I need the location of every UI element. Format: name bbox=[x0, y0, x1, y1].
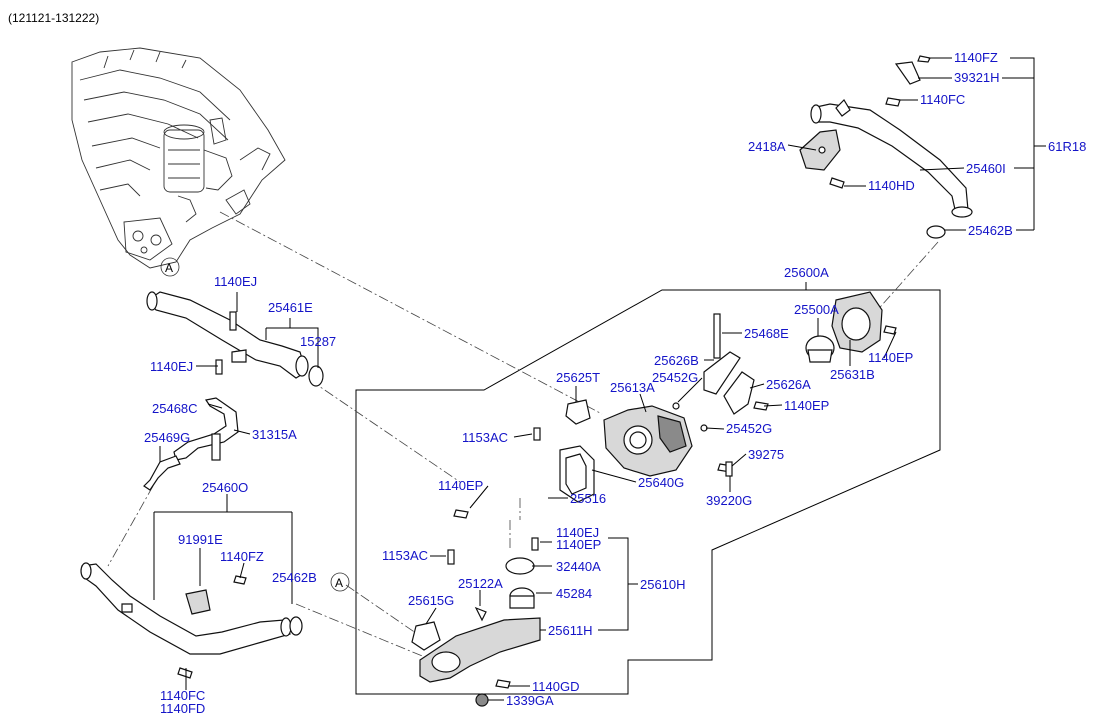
label-32440a: 32440A bbox=[556, 559, 601, 574]
label-25452g-a: 25452G bbox=[652, 370, 698, 385]
label-15287: 15287 bbox=[300, 334, 336, 349]
label-25122a: 25122A bbox=[458, 576, 503, 591]
pipe-25461e bbox=[146, 291, 324, 387]
label-39275: 39275 bbox=[748, 447, 784, 462]
label-25640g: 25640G bbox=[638, 475, 684, 490]
label-1153ac-b: 1153AC bbox=[382, 548, 428, 563]
label-1140fc: 1140FC bbox=[920, 92, 965, 107]
pipe-25460o bbox=[80, 562, 303, 679]
label-1140ej-a: 1140EJ bbox=[214, 274, 257, 289]
label-31315a: 31315A bbox=[252, 427, 297, 442]
fittings-25626 bbox=[672, 313, 769, 477]
water-inlet-assembly bbox=[411, 557, 541, 707]
label-25462b-top: 25462B bbox=[968, 223, 1013, 238]
leader-lines bbox=[153, 57, 1046, 701]
part-labels: 1140FZ 39321H 1140FC 61R18 2418A 25460I … bbox=[144, 50, 1086, 716]
label-1140ep-b: 1140EP bbox=[784, 398, 829, 413]
label-25600a: 25600A bbox=[784, 265, 829, 280]
label-25500a: 25500A bbox=[794, 302, 839, 317]
label-25610h: 25610H bbox=[640, 577, 686, 592]
label-1140ej-c: 1140EJ bbox=[556, 525, 599, 540]
label-1140ep-c: 1140EP bbox=[438, 478, 483, 493]
date-range: (121121-131222) bbox=[8, 11, 99, 25]
label-25468c: 25468C bbox=[152, 401, 198, 416]
label-25469g: 25469G bbox=[144, 430, 190, 445]
label-25613a: 25613A bbox=[610, 380, 655, 395]
hose-assembly bbox=[143, 397, 239, 491]
label-91991e: 91991E bbox=[178, 532, 223, 547]
label-1140fz-b: 1140FZ bbox=[220, 549, 264, 564]
label-25452g-b: 25452G bbox=[726, 421, 772, 436]
label-45284: 45284 bbox=[556, 586, 592, 601]
label-25462b-b: 25462B bbox=[272, 570, 317, 585]
label-25460i: 25460I bbox=[966, 161, 1006, 176]
label-1140fc-b: 1140FC bbox=[160, 688, 205, 703]
engine-block-illustration bbox=[71, 47, 286, 269]
label-25626b: 25626B bbox=[654, 353, 699, 368]
label-1140ep-a: 1140EP bbox=[868, 350, 913, 365]
label-25516: 25516 bbox=[570, 491, 606, 506]
label-25626a: 25626A bbox=[766, 377, 811, 392]
thermostat-housing bbox=[559, 399, 693, 503]
ref-label-a-bottom: A bbox=[335, 576, 343, 590]
label-1140ej-b: 1140EJ bbox=[150, 359, 193, 374]
bolts-top bbox=[829, 55, 931, 189]
assembly-outline bbox=[355, 289, 941, 695]
label-25611h: 25611H bbox=[548, 623, 593, 638]
ref-circle-a-bottom bbox=[330, 572, 350, 592]
label-2418a: 2418A bbox=[748, 139, 786, 154]
label-1140fz-top: 1140FZ bbox=[954, 50, 998, 65]
bolts-housing bbox=[447, 427, 541, 565]
label-25461e: 25461E bbox=[268, 300, 313, 315]
thermostat-25500a bbox=[805, 291, 897, 363]
label-25625t: 25625T bbox=[556, 370, 600, 385]
label-39321h: 39321H bbox=[954, 70, 1000, 85]
label-1153ac-a: 1153AC bbox=[462, 430, 508, 445]
label-1140gd: 1140GD bbox=[532, 679, 579, 694]
label-39220g: 39220G bbox=[706, 493, 752, 508]
ref-label-a-top: A bbox=[165, 261, 173, 275]
ref-circle-a-top bbox=[160, 257, 180, 277]
label-25631b: 25631B bbox=[830, 367, 875, 382]
label-61r18: 61R18 bbox=[1048, 139, 1086, 154]
label-1140fd: 1140FD bbox=[160, 701, 205, 716]
label-25615g: 25615G bbox=[408, 593, 454, 608]
label-1140ep-d: 1140EP bbox=[556, 537, 601, 552]
label-1339ga: 1339GA bbox=[506, 693, 554, 708]
label-25460o: 25460O bbox=[202, 480, 248, 495]
label-1140hd: 1140HD bbox=[868, 178, 915, 193]
pipe-25460i bbox=[799, 61, 973, 239]
label-25468e: 25468E bbox=[744, 326, 789, 341]
assembly-guide-lines bbox=[107, 211, 939, 661]
